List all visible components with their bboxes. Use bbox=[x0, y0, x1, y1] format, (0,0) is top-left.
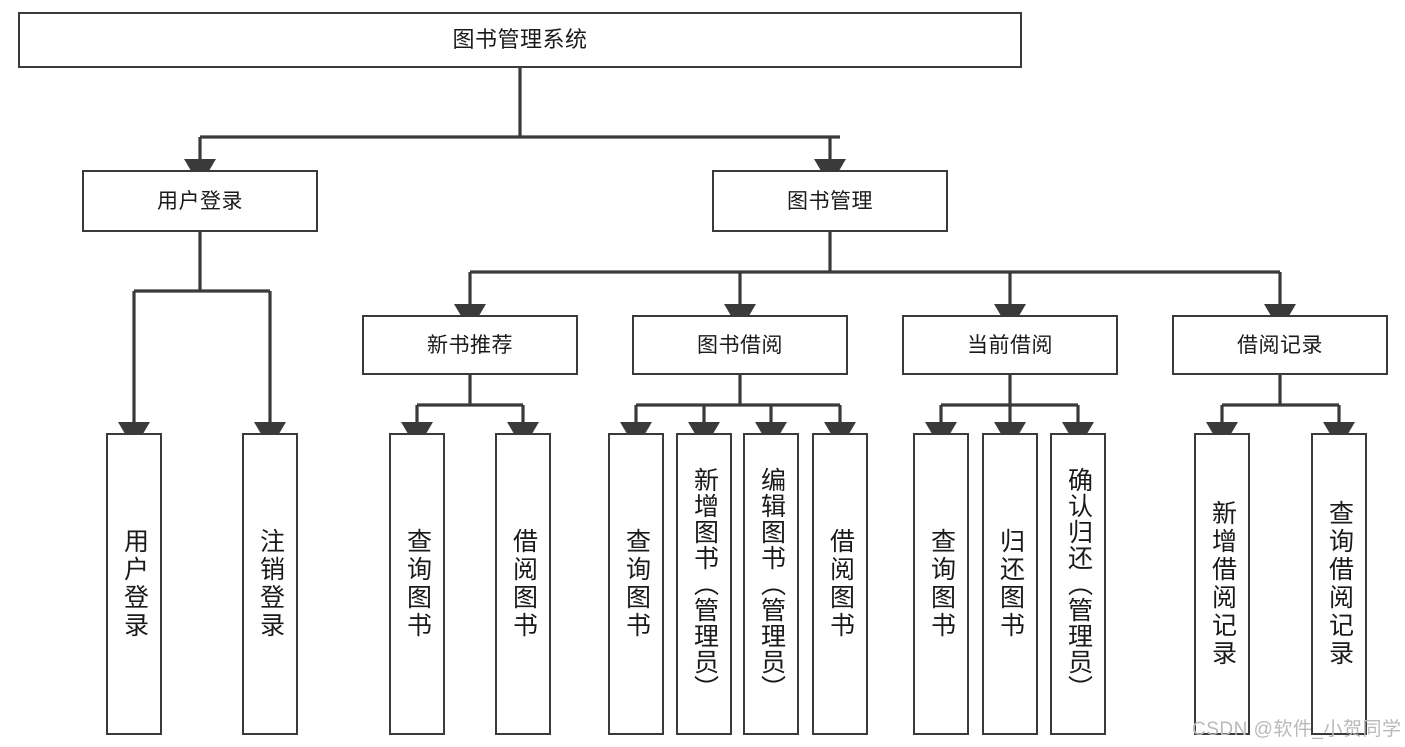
node-leaf-query-record-label: 查询借阅记录 bbox=[1325, 500, 1354, 668]
node-leaf-borrow-book-1-label: 借阅图书 bbox=[509, 528, 538, 640]
node-book-manage[interactable]: 图书管理 bbox=[712, 170, 948, 232]
watermark-text: CSDN @软件_小贺同学 bbox=[1192, 719, 1402, 740]
node-user-login-label: 用户登录 bbox=[157, 189, 243, 213]
node-user-login[interactable]: 用户登录 bbox=[82, 170, 318, 232]
node-leaf-query-book-1[interactable]: 查询图书 bbox=[389, 433, 445, 735]
node-leaf-return-book-label: 归还图书 bbox=[996, 528, 1025, 640]
node-leaf-login[interactable]: 用户登录 bbox=[106, 433, 162, 735]
node-leaf-query-book-2-label: 查询图书 bbox=[622, 528, 651, 640]
node-book-manage-label: 图书管理 bbox=[787, 189, 873, 213]
node-leaf-edit-book[interactable]: 编辑图书（管理员） bbox=[743, 433, 799, 735]
node-leaf-confirm-return[interactable]: 确认归还（管理员） bbox=[1050, 433, 1106, 735]
node-current-borrow[interactable]: 当前借阅 bbox=[902, 315, 1118, 375]
node-borrow-record-label: 借阅记录 bbox=[1237, 333, 1323, 357]
node-book-borrow-label: 图书借阅 bbox=[697, 333, 783, 357]
node-leaf-query-record[interactable]: 查询借阅记录 bbox=[1311, 433, 1367, 735]
node-book-borrow[interactable]: 图书借阅 bbox=[632, 315, 848, 375]
node-leaf-query-book-3[interactable]: 查询图书 bbox=[913, 433, 969, 735]
node-leaf-add-book-label: 新增图书（管理员） bbox=[690, 467, 719, 701]
node-new-book-recommend-label: 新书推荐 bbox=[427, 333, 513, 357]
node-leaf-query-book-3-label: 查询图书 bbox=[927, 528, 956, 640]
node-leaf-add-record-label: 新增借阅记录 bbox=[1208, 500, 1237, 668]
node-leaf-borrow-book-1[interactable]: 借阅图书 bbox=[495, 433, 551, 735]
node-current-borrow-label: 当前借阅 bbox=[967, 333, 1053, 357]
node-borrow-record[interactable]: 借阅记录 bbox=[1172, 315, 1388, 375]
node-leaf-edit-book-label: 编辑图书（管理员） bbox=[757, 467, 786, 701]
node-leaf-confirm-return-label: 确认归还（管理员） bbox=[1064, 467, 1093, 701]
node-leaf-borrow-book-2[interactable]: 借阅图书 bbox=[812, 433, 868, 735]
node-root-label: 图书管理系统 bbox=[452, 27, 588, 52]
node-leaf-return-book[interactable]: 归还图书 bbox=[982, 433, 1038, 735]
node-new-book-recommend[interactable]: 新书推荐 bbox=[362, 315, 578, 375]
node-leaf-login-label: 用户登录 bbox=[120, 528, 149, 640]
node-root[interactable]: 图书管理系统 bbox=[18, 12, 1022, 68]
node-leaf-logout-label: 注销登录 bbox=[256, 528, 285, 640]
node-leaf-query-book-1-label: 查询图书 bbox=[403, 528, 432, 640]
node-leaf-logout[interactable]: 注销登录 bbox=[242, 433, 298, 735]
node-leaf-add-record[interactable]: 新增借阅记录 bbox=[1194, 433, 1250, 735]
node-leaf-add-book[interactable]: 新增图书（管理员） bbox=[676, 433, 732, 735]
node-leaf-query-book-2[interactable]: 查询图书 bbox=[608, 433, 664, 735]
node-leaf-borrow-book-2-label: 借阅图书 bbox=[826, 528, 855, 640]
